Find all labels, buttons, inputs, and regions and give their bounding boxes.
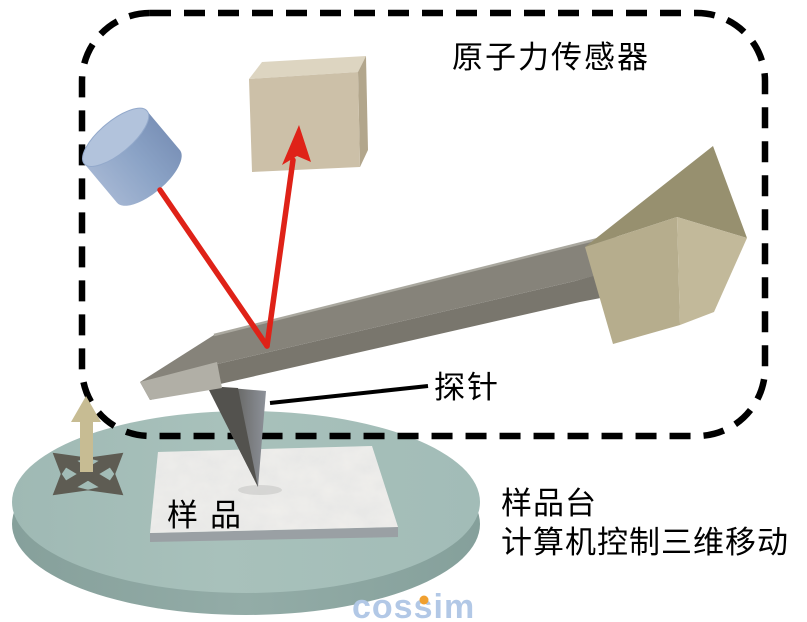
laser-arrowhead <box>282 125 311 165</box>
photodetector-front-face <box>249 72 360 172</box>
cantilever-holder-cube <box>585 146 747 344</box>
laser-incident-beam <box>157 187 270 349</box>
watermark-dot <box>419 595 429 605</box>
photodetector-side-face <box>358 56 368 167</box>
laser-cylinder-body <box>84 110 182 206</box>
cantilever-end-facet <box>140 362 222 400</box>
stage-control-label: 计算机控制三维移动 <box>501 525 789 560</box>
z-up-arrow-icon <box>71 396 101 472</box>
laser-source-cylinder <box>82 107 182 206</box>
sample-label: 样品 <box>167 498 253 533</box>
cantilever-front-face <box>140 259 657 400</box>
holder-cube-right-face <box>677 217 747 325</box>
holder-cube-top-face <box>585 146 747 247</box>
probe-tip-front-facet <box>207 386 258 487</box>
laser-reflected-beam <box>264 157 296 349</box>
photodetector-top-face <box>249 56 366 79</box>
watermark-text: cossim <box>352 588 475 622</box>
laser-beam-arrow <box>157 125 311 349</box>
stage-label: 样品台 <box>501 486 597 521</box>
cantilever-top-face <box>140 235 652 382</box>
tip-contact-shadow <box>238 485 282 495</box>
probe-pointer-line <box>269 384 429 405</box>
dashed-enclosure-border <box>78 9 769 440</box>
sample-plate <box>150 446 398 542</box>
probe-tip <box>207 386 266 487</box>
photodetector-cube <box>249 56 368 172</box>
sensor-label: 原子力传感器 <box>452 40 650 75</box>
cantilever-beam <box>140 233 657 400</box>
cantilever-edge-highlight <box>213 233 615 337</box>
watermark: cossim <box>352 588 475 622</box>
sample-plate-front-edge <box>150 527 398 542</box>
holder-cube-left-face <box>585 217 680 344</box>
laser-cylinder-face <box>82 107 150 167</box>
probe-label: 探针 <box>434 370 500 405</box>
